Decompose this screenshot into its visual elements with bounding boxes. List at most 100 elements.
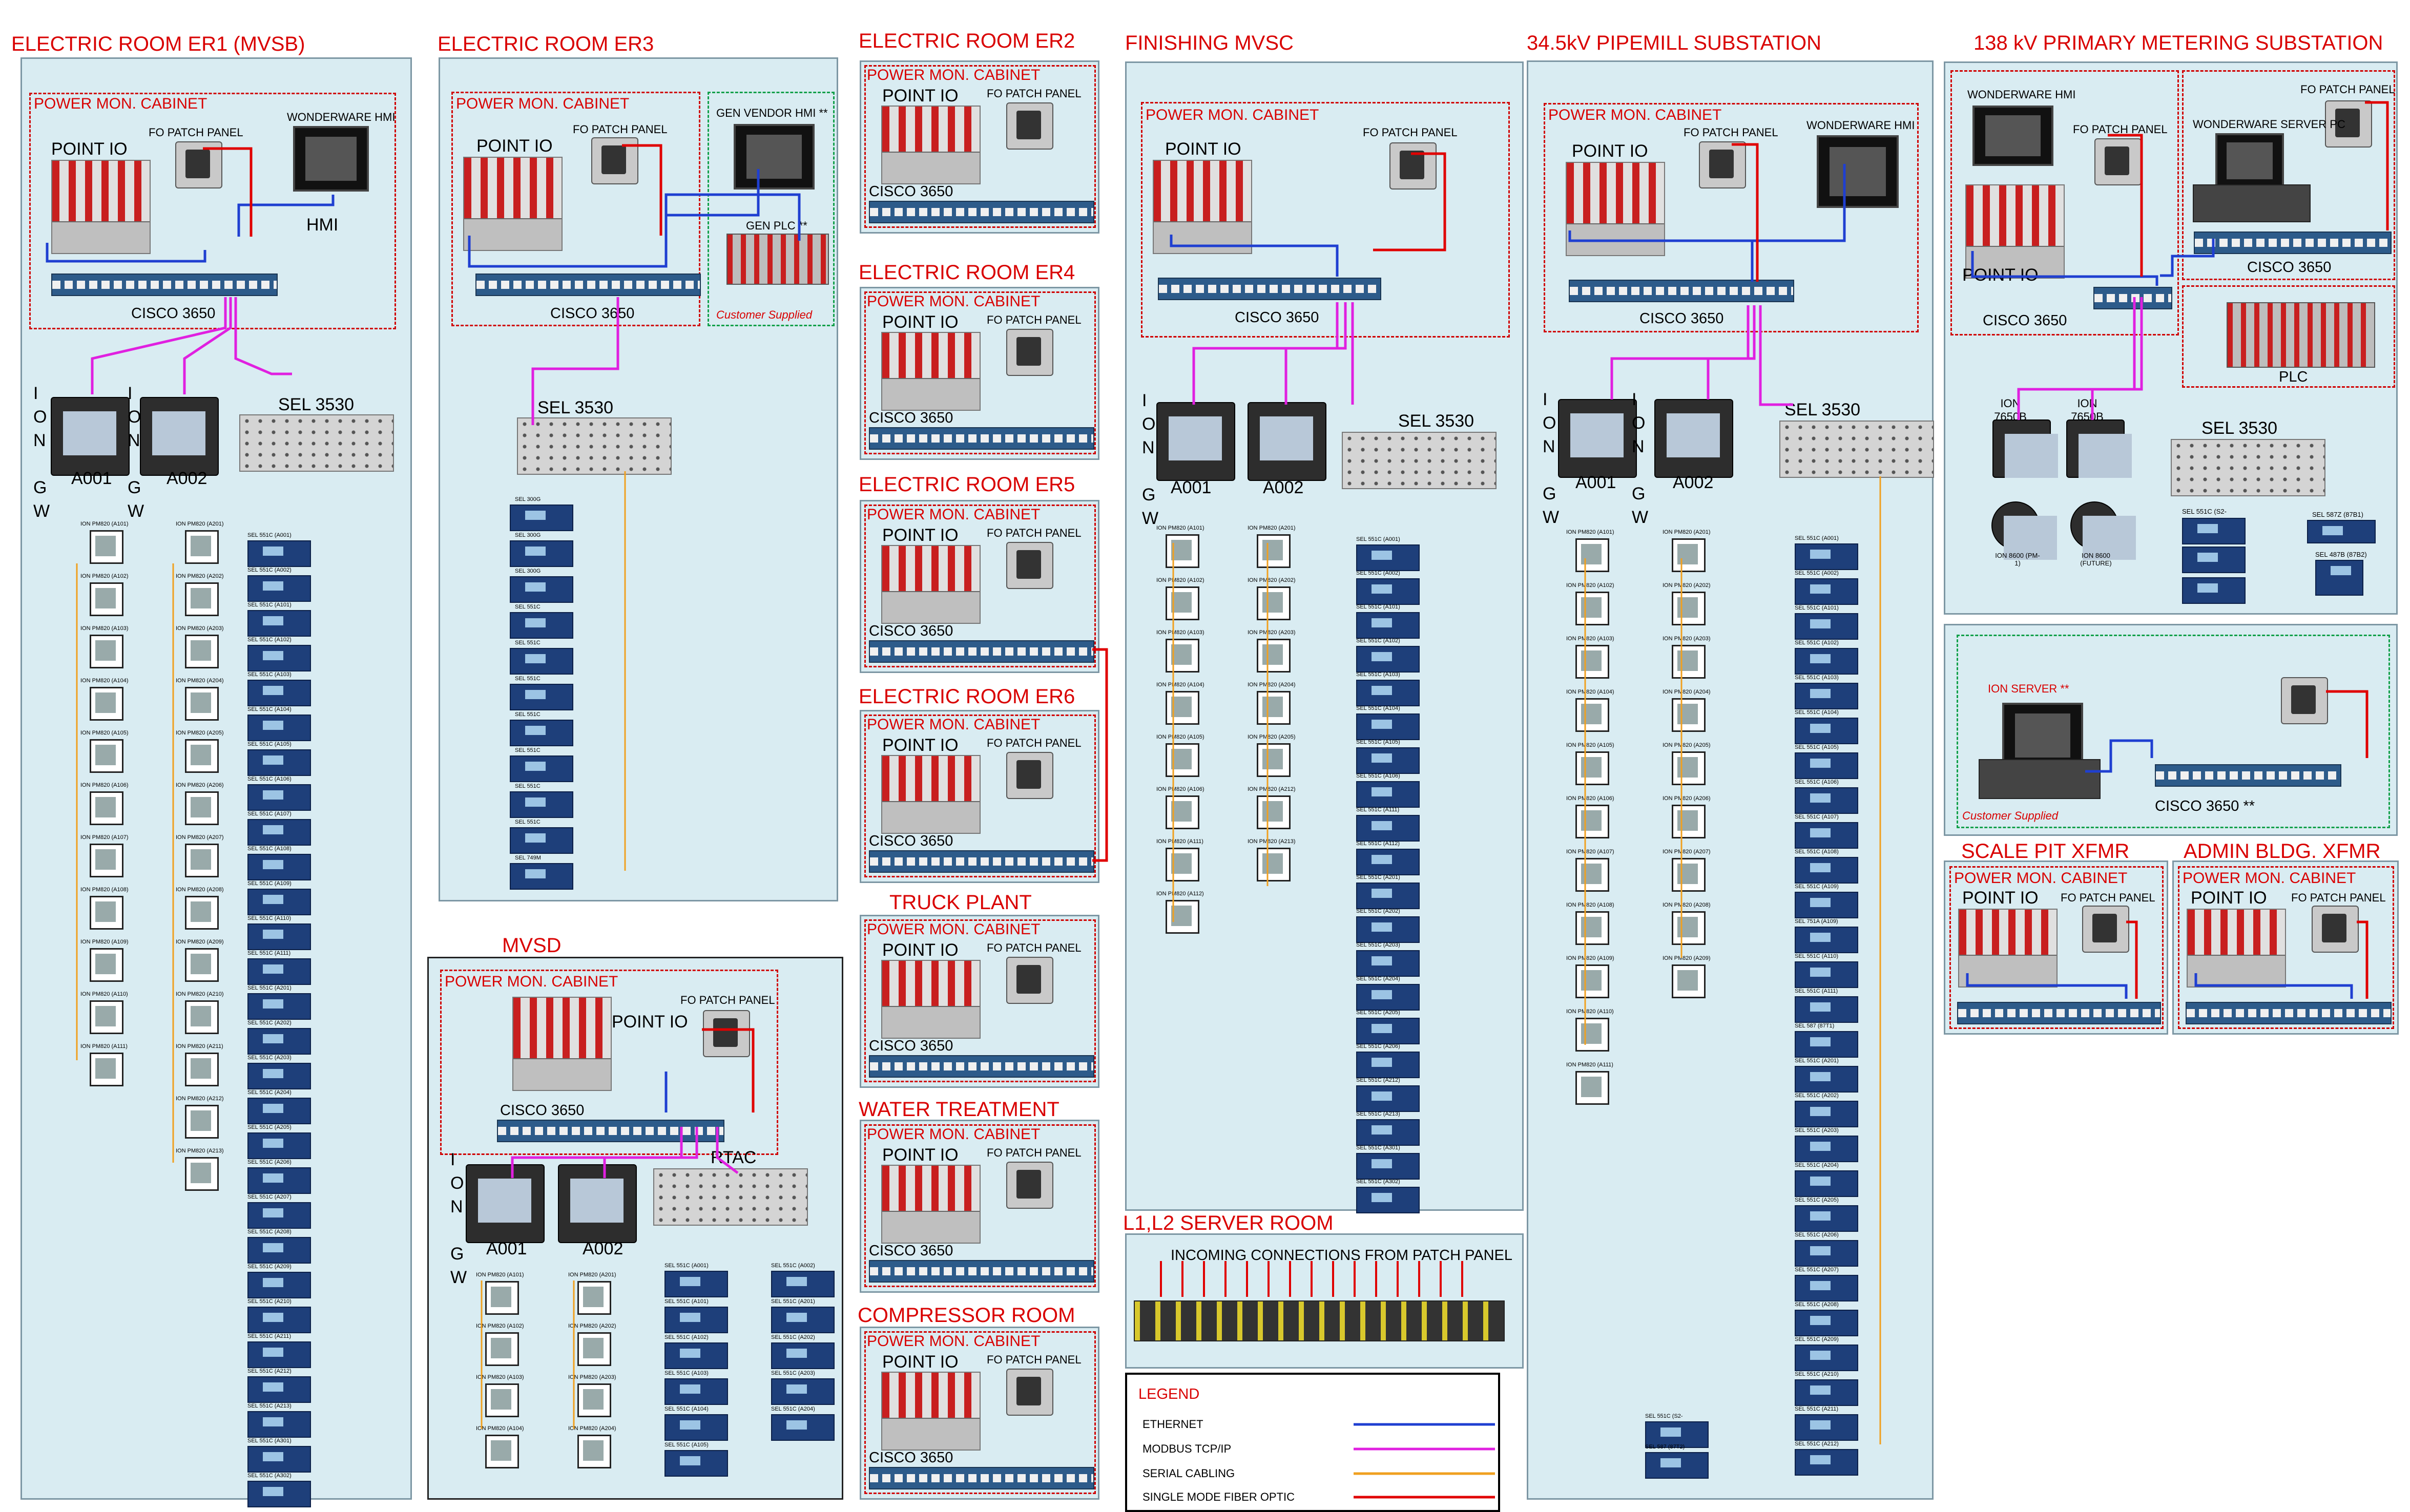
sel551-relay xyxy=(247,1272,311,1298)
modbus-line xyxy=(183,297,232,394)
pm820-meter-label: ION PM820 (A208) xyxy=(1663,902,1711,908)
pm820-meter xyxy=(1166,848,1199,881)
p138-switch2-label: CISCO 3650 xyxy=(2247,259,2332,276)
sel551-relay-label: SEL 587 (87T1) xyxy=(1795,1023,1835,1029)
admin-cabinet: POWER MON. CABINET POINT IO FO PATCH PAN… xyxy=(2178,866,2394,1029)
water-switch xyxy=(869,1260,1094,1283)
sel551-relay-label: SEL 551C (A208) xyxy=(1795,1301,1839,1308)
er3-gen-box: GEN VENDOR HMI ** GEN PLC ** Customer Su… xyxy=(708,92,835,326)
er2-fo-patch-panel xyxy=(1006,102,1053,150)
mvsd-title: MVSD xyxy=(502,934,562,957)
sel551-relay xyxy=(247,1237,311,1264)
sel-relay xyxy=(510,827,573,854)
fin-sel3530-label: SEL 3530 xyxy=(1398,411,1474,431)
pm820-meter-label: ION PM820 (A112) xyxy=(1156,891,1204,897)
pm820-meter-label: ION PM820 (A213) xyxy=(1248,838,1296,845)
sel551-relay-label: SEL 551C (A101) xyxy=(247,602,292,608)
pipe-a001-label: A001 xyxy=(1575,473,1616,492)
fin-a001-label: A001 xyxy=(1171,478,1212,497)
fin-title: FINISHING MVSC xyxy=(1125,32,1294,54)
sel551-relay-label: SEL 551C (A102) xyxy=(664,1334,709,1340)
sel551-relay-label: SEL 551C (A105) xyxy=(1356,739,1400,745)
mvsd-cabinet: POWER MON. CABINET POINT IO FO PATCH PAN… xyxy=(440,970,778,1155)
sel551-relay-label: SEL 551C (A001) xyxy=(664,1263,709,1269)
sel551-relay xyxy=(247,610,311,637)
p138-sel551-c xyxy=(2182,577,2246,604)
er3-cabinet-title: POWER MON. CABINET xyxy=(456,95,630,112)
truck-point-io-label: POINT IO xyxy=(882,940,959,960)
sel551-relay xyxy=(1356,1187,1420,1213)
pm820-meter-label: ION PM820 (A203) xyxy=(1248,629,1296,636)
sel551-relay xyxy=(247,1307,311,1333)
sel551-relay-label: SEL 551C (A107) xyxy=(1795,814,1839,820)
sel551-relay xyxy=(247,715,311,741)
fin-point-io xyxy=(1153,160,1252,254)
p138-sel587-label: SEL 587Z (87B1) xyxy=(2312,511,2363,518)
fin-ion-a002 xyxy=(1248,402,1326,481)
sel551-relay xyxy=(1795,1031,1858,1058)
er5-cabinet-title: POWER MON. CABINET xyxy=(867,506,1041,523)
ethernet-line xyxy=(1966,973,2128,999)
mvsd-fo-label: FO PATCH PANEL xyxy=(680,994,775,1006)
pm820-meter xyxy=(485,1332,519,1366)
pm820-meter-label: ION PM820 (A109) xyxy=(1566,955,1614,961)
er2-switch xyxy=(869,201,1094,223)
pm820-meter xyxy=(90,582,123,616)
pipe-sel3530 xyxy=(1779,421,1934,478)
pm820-meter xyxy=(1166,691,1199,725)
sel551-relay xyxy=(247,575,311,602)
modbus-line xyxy=(1610,305,1750,400)
pm820-meter xyxy=(1257,639,1291,673)
pm820-meter-label: ION PM820 (A209) xyxy=(176,939,224,945)
sel551-relay xyxy=(1356,713,1420,740)
pm820-meter xyxy=(1672,858,1706,892)
pm820-meter xyxy=(485,1383,519,1417)
sel551-relay xyxy=(247,1167,311,1194)
er2-point-io-label: POINT IO xyxy=(882,86,959,106)
fiber-line xyxy=(1732,143,1759,282)
er3-gen-hmi xyxy=(734,124,815,190)
sel551-relay-label: SEL 551C (A301) xyxy=(1356,1145,1400,1151)
fin-sel3530 xyxy=(1342,432,1497,489)
p138-sel3530-label: SEL 3530 xyxy=(2201,418,2278,438)
sel-relay xyxy=(510,791,573,818)
fiber-line xyxy=(1092,648,1108,862)
modbus-line xyxy=(1759,305,1793,406)
sel551-relay xyxy=(1356,815,1420,842)
pm820-meter-label: ION PM820 (A106) xyxy=(1156,786,1204,792)
sel551-relay xyxy=(247,1063,311,1089)
sel551-relay xyxy=(1795,752,1858,779)
water-switch-label: CISCO 3650 xyxy=(869,1243,953,1259)
sel551-relay xyxy=(1795,961,1858,988)
fin-a002-label: A002 xyxy=(1263,478,1304,497)
mvsd-ion-a002 xyxy=(558,1164,637,1243)
sel551-relay-label: SEL 551C (A210) xyxy=(247,1298,292,1305)
sel551-relay-label: SEL 551C (A204) xyxy=(1795,1162,1839,1168)
pm820-meter-label: ION PM820 (A204) xyxy=(568,1425,616,1432)
sel551-relay-label: SEL 551C (A101) xyxy=(1795,605,1839,611)
sel551-relay-label: SEL 551C (A111) xyxy=(247,950,291,956)
sel551-relay-label: SEL 551C (A206) xyxy=(247,1159,292,1165)
p138-fo-label: FO PATCH PANEL xyxy=(2073,123,2168,136)
server-room-incoming: INCOMING CONNECTIONS FROM PATCH PANEL xyxy=(1171,1247,1513,1264)
pm820-meter-label: ION PM820 (A202) xyxy=(176,573,224,579)
mvsd-point-io-label: POINT IO xyxy=(612,1012,688,1032)
truck-fo-patch-panel xyxy=(1006,957,1053,1004)
sel-relay xyxy=(510,684,573,710)
er3-fo-label: FO PATCH PANEL xyxy=(573,123,668,136)
p138-sel487-label: SEL 487B (87B2) xyxy=(2315,551,2367,558)
p138-fo2-label: FO PATCH PANEL xyxy=(2300,83,2395,96)
er3-room: POWER MON. CABINET POINT IO FO PATCH PAN… xyxy=(439,57,838,901)
er6-title: ELECTRIC ROOM ER6 xyxy=(859,685,1075,708)
pm820-meter xyxy=(1672,964,1706,998)
pm820-meter xyxy=(185,1157,219,1191)
sel551-relay-label: SEL 551C (A102) xyxy=(1356,638,1400,644)
sel-relay-label: SEL 551C xyxy=(515,711,541,718)
pipe-hmi xyxy=(1817,135,1899,208)
p138-switch-label: CISCO 3650 xyxy=(1983,312,2067,329)
sel551-relay xyxy=(247,1446,311,1473)
sel551-relay-label: SEL 551C (A002) xyxy=(247,567,292,573)
